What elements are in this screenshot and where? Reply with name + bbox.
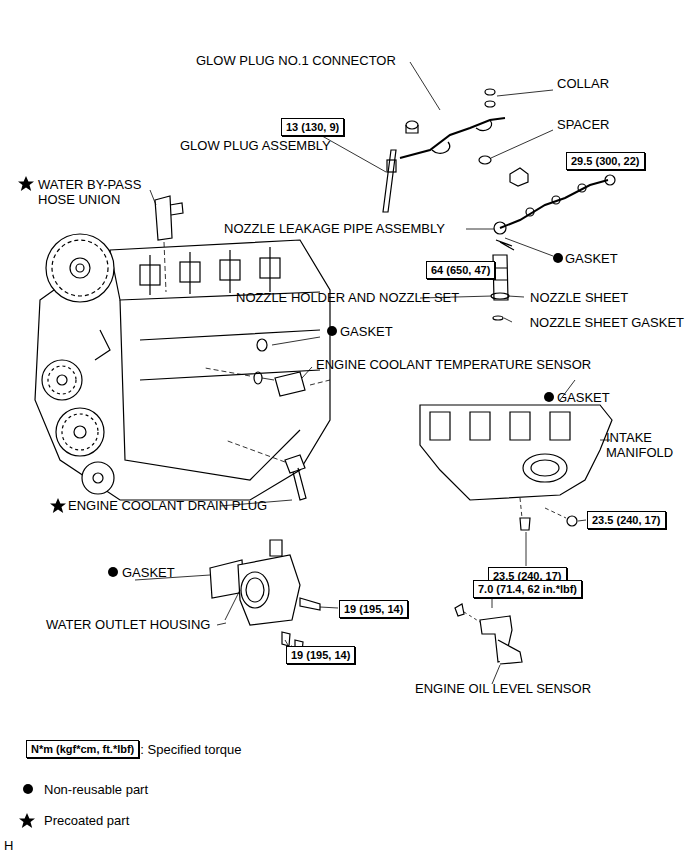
part-label: GASKET <box>122 565 175 580</box>
part-label: SPACER <box>557 117 610 132</box>
part-label: WATER BY-PASS HOSE UNION <box>38 177 150 207</box>
torque-box: 19 (195, 14) <box>286 646 355 664</box>
part-label: ENGINE OIL LEVEL SENSOR <box>415 681 591 696</box>
part-label: ENGINE COOLANT TEMPERATURE SENSOR <box>316 357 591 372</box>
precoated-star <box>18 176 34 191</box>
part-label: GLOW PLUG NO.1 CONNECTOR <box>196 53 396 68</box>
part-label: GLOW PLUG ASSEMBLY <box>180 138 331 153</box>
torque-value: N*m (kgf*cm, ft.*lbf) <box>31 743 134 755</box>
torque-value: 13 (130, 9) <box>286 121 339 133</box>
torque-box: 29.5 (300, 22) <box>566 152 645 170</box>
part-label: NOZZLE HOLDER AND NOZZLE SET <box>236 290 459 305</box>
torque-value: 19 (195, 14) <box>291 649 350 661</box>
part-label: ENGINE COOLANT DRAIN PLUG <box>68 498 267 513</box>
part-label: H <box>4 838 13 853</box>
legend-text: : Specified torque <box>140 742 241 757</box>
legend-text: Precoated part <box>44 813 129 828</box>
part-label: COLLAR <box>557 76 609 91</box>
torque-value: 64 (650, 47) <box>431 264 490 276</box>
torque-box: 7.0 (71.4, 62 in.*lbf) <box>473 580 582 598</box>
torque-value: 7.0 (71.4, 62 in.*lbf) <box>478 583 577 595</box>
part-label: GASKET <box>340 324 393 339</box>
part-label: NOZZLE SHEET <box>530 290 628 305</box>
torque-box: 19 (195, 14) <box>339 600 408 618</box>
legend-text: Non-reusable part <box>44 782 148 797</box>
torque-value: 29.5 (300, 22) <box>571 155 640 167</box>
part-label: NOZZLE SHEET GASKET <box>530 315 684 330</box>
part-label: GASKET <box>557 390 610 405</box>
torque-box: 23.5 (240, 17) <box>587 511 666 529</box>
torque-value: 19 (195, 14) <box>344 603 403 615</box>
torque-box: 64 (650, 47) <box>426 261 495 279</box>
torque-box: N*m (kgf*cm, ft.*lbf) <box>26 740 139 758</box>
part-label: INTAKE MANIFOLD <box>606 430 686 460</box>
part-label: WATER OUTLET HOUSING <box>46 617 210 632</box>
torque-value: 23.5 (240, 17) <box>592 514 661 526</box>
torque-box: 13 (130, 9) <box>281 118 344 136</box>
part-label: NOZZLE LEAKAGE PIPE ASSEMBLY <box>224 221 445 236</box>
part-label: GASKET <box>565 251 618 266</box>
